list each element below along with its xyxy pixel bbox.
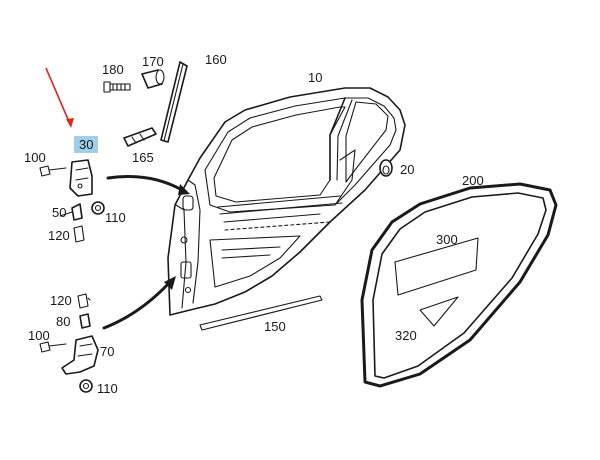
label-10: 10 — [308, 70, 322, 85]
label-180: 180 — [102, 62, 124, 77]
label-120-upper: 120 — [48, 228, 70, 243]
label-100-upper: 100 — [24, 150, 46, 165]
label-100-lower: 100 — [28, 328, 50, 343]
label-30: 30 — [79, 137, 93, 152]
label-320: 320 — [395, 328, 417, 343]
thin-leaders — [59, 211, 91, 301]
door-shell — [167, 87, 406, 316]
door-seal — [360, 182, 558, 388]
screw-180 — [103, 81, 131, 93]
label-160: 160 — [205, 52, 227, 67]
grommet-20 — [379, 159, 393, 177]
label-300: 300 — [436, 232, 458, 247]
label-70: 70 — [100, 344, 114, 359]
cap-170 — [141, 69, 165, 89]
leader-arrows — [102, 175, 190, 330]
window-channel-160 — [160, 61, 188, 143]
label-200: 200 — [462, 173, 484, 188]
film-300 — [394, 237, 479, 296]
film-320 — [419, 296, 459, 327]
label-165: 165 — [132, 150, 154, 165]
label-110-lower: 110 — [97, 381, 118, 396]
label-150: 150 — [264, 319, 286, 334]
upper-hinge-group — [39, 159, 105, 243]
callout-labels: 10 20 30 50 70 80 100 100 110 110 120 12… — [24, 52, 484, 396]
sill-strip — [199, 295, 323, 331]
label-80: 80 — [56, 314, 70, 329]
highlight-box-30 — [74, 136, 98, 153]
label-120-lower: 120 — [50, 293, 72, 308]
red-pointer-arrow — [45, 67, 74, 128]
lower-hinge-group — [39, 293, 99, 393]
bracket-165 — [123, 127, 157, 147]
label-170: 170 — [142, 54, 164, 69]
label-110-upper: 110 — [105, 210, 126, 225]
label-50: 50 — [52, 205, 66, 220]
label-20: 20 — [400, 162, 414, 177]
